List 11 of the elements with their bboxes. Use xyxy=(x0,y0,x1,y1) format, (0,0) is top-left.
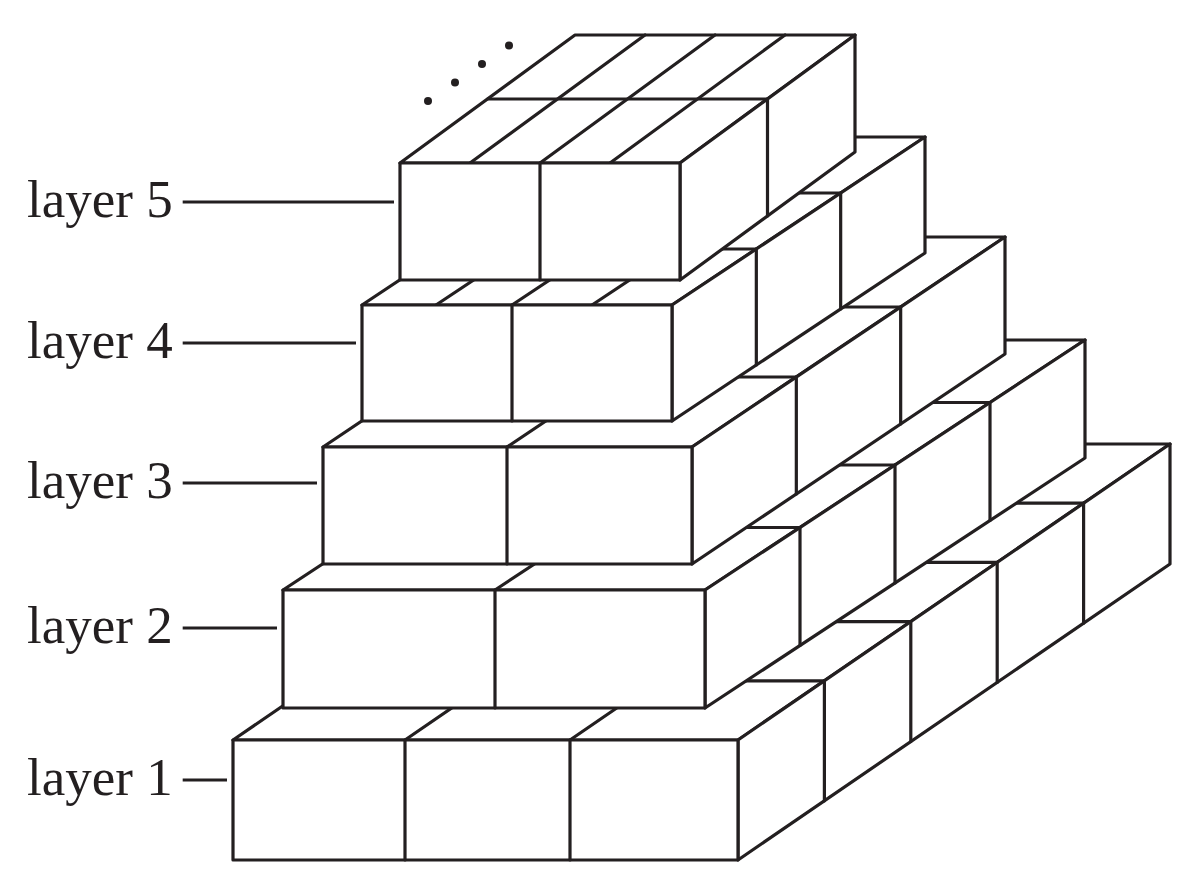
brick-layer xyxy=(398,33,857,282)
leader-line xyxy=(182,778,227,782)
leader-line xyxy=(182,626,277,630)
leader-line xyxy=(182,200,394,204)
layer-label: layer 4 xyxy=(27,311,173,370)
layer-label: layer 5 xyxy=(27,170,173,229)
layer-label: layer 2 xyxy=(27,596,173,655)
layer-label: layer 3 xyxy=(27,451,173,510)
leader-line xyxy=(182,341,356,345)
layer-label: layer 1 xyxy=(27,748,173,807)
leader-line xyxy=(182,481,317,485)
